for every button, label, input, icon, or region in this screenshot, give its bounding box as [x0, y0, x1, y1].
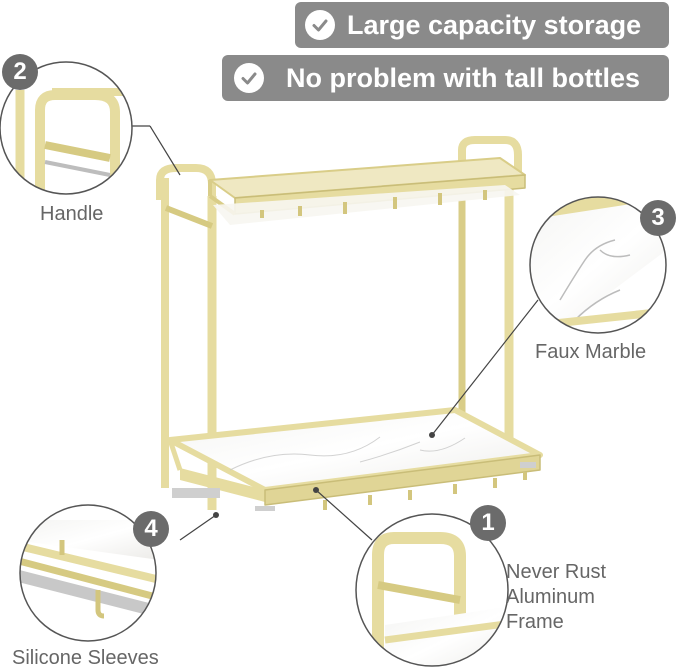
check-icon — [305, 10, 335, 40]
feature-badge-tall-bottles: No problem with tall bottles — [222, 55, 669, 101]
label-frame-line: Never Rust — [506, 561, 607, 583]
check-icon — [234, 63, 264, 93]
callout-number-frame: 1 — [470, 505, 506, 541]
label-handle: Handle — [40, 203, 104, 225]
callout-number-handle: 2 — [2, 54, 38, 90]
feature-text: Large capacity storage — [347, 9, 642, 40]
callout-number-marble: 3 — [640, 200, 676, 236]
label-frame-line: Aluminum — [506, 586, 595, 608]
label-marble: Faux Marble — [535, 341, 647, 363]
sleeves-detail-circle — [19, 504, 157, 642]
two-tier-rack — [156, 136, 543, 511]
feature-badge-capacity: Large capacity storage — [295, 2, 669, 48]
label-frame-line: Frame — [506, 611, 564, 633]
label-frame: Never Rust Aluminum Frame — [506, 560, 606, 635]
callout-number-sleeves: 4 — [133, 511, 169, 547]
marble-detail-circle — [529, 196, 667, 334]
handle-detail-circle — [0, 61, 133, 195]
label-sleeves: Silicone Sleeves — [12, 647, 159, 669]
feature-text: No problem with tall bottles — [286, 62, 641, 93]
